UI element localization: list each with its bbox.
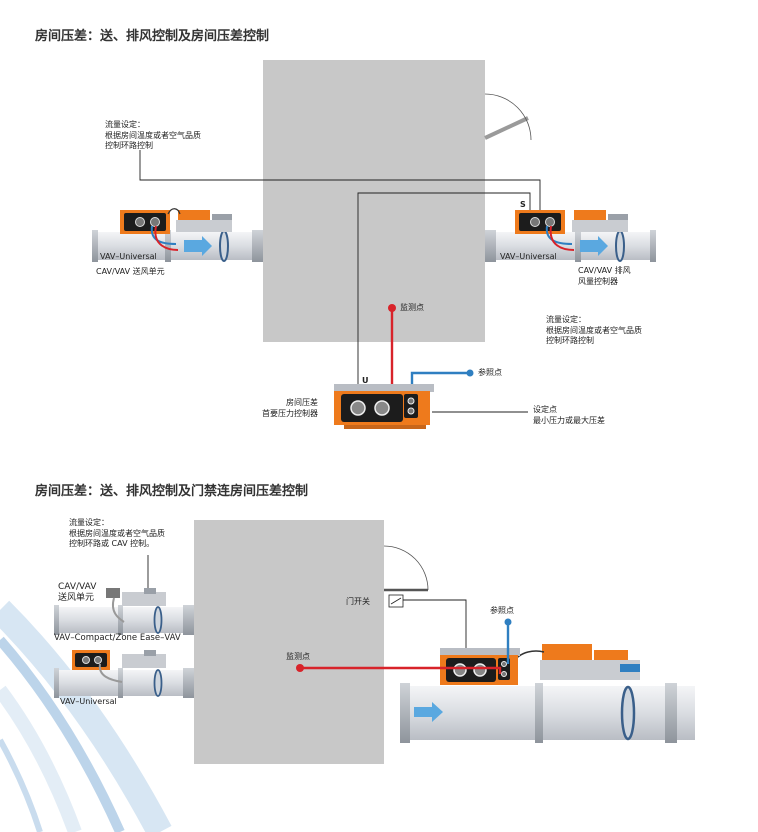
monitor-point-dot — [388, 304, 396, 312]
actuator-lower — [72, 650, 166, 683]
vav-universal-label-right: VAV–Universal — [500, 252, 557, 261]
door-switch-line — [403, 599, 467, 650]
reference-point-label-1: 参照点 — [478, 368, 502, 377]
reference-line-2 — [504, 618, 512, 664]
supply-unit-label-2: CAV/VAV 送风单元 — [58, 582, 97, 603]
reference-point-dot — [466, 369, 474, 377]
vav-compact-label: VAV–Compact/Zone Ease–VAV — [54, 633, 181, 643]
u-marker: U — [362, 376, 369, 385]
airflow-arrow-icon — [184, 236, 212, 256]
supply-unit-label: CAV/VAV 送风单元 — [96, 267, 165, 276]
reference-point-label-2: 参照点 — [490, 606, 514, 615]
flow-setting-label-right: 流量设定： 根据房间温度或者空气品质 控制环路控制 — [546, 315, 642, 345]
vav-universal-label-2: VAV–Universal — [60, 697, 117, 706]
pressure-controller-label: 房间压差 首要压力控制器 — [262, 398, 318, 418]
vav-universal-label-left: VAV–Universal — [100, 252, 157, 261]
supply-duct-left — [92, 230, 263, 262]
s-marker: S — [520, 200, 526, 209]
background-stripes — [0, 600, 172, 832]
airflow-arrow-icon — [580, 236, 608, 256]
door-icon — [484, 93, 532, 141]
pressure-controller-2 — [440, 648, 520, 685]
monitor-line-2 — [296, 664, 502, 674]
exhaust-unit-label: CAV/VAV 排风 风量控制器 — [578, 266, 631, 286]
exhaust-duct-right — [485, 230, 656, 262]
control-lines-1 — [139, 150, 541, 413]
reference-point-dot — [504, 618, 512, 626]
monitor-point-label-2: 监测点 — [286, 652, 310, 661]
actuator-right — [515, 210, 628, 251]
setpoint-label: 设定点 最小压力或最大压差 — [533, 405, 605, 425]
section-1-title: 房间压差：送、排风控制及房间压差控制 — [35, 29, 270, 44]
exhaust-duct-large — [400, 683, 695, 743]
flow-setting-label-2: 流量设定： 根据房间温度或者空气品质 控制环路或 CAV 控制。 — [69, 518, 165, 548]
room-box-1 — [263, 60, 485, 342]
supply-duct-upper — [54, 605, 194, 635]
monitor-point-label-1: 监测点 — [400, 303, 424, 312]
actuator-left — [120, 208, 232, 251]
door-icon — [383, 545, 429, 592]
room-box-2 — [194, 520, 384, 764]
flow-setting-label-left: 流量设定： 根据房间温度或者空气品质 控制环路控制 — [105, 120, 201, 150]
airflow-arrow-icon — [414, 702, 443, 722]
monitor-point-dot — [296, 664, 304, 672]
section-2-title: 房间压差：送、排风控制及门禁连房间压差控制 — [35, 484, 309, 499]
pressure-controller-1 — [334, 384, 434, 429]
actuator-upper — [106, 588, 166, 623]
actuator-large — [511, 644, 640, 680]
door-switch-icon — [388, 594, 404, 608]
supply-duct-lower — [54, 668, 194, 698]
door-switch-label: 门开关 — [346, 597, 370, 606]
